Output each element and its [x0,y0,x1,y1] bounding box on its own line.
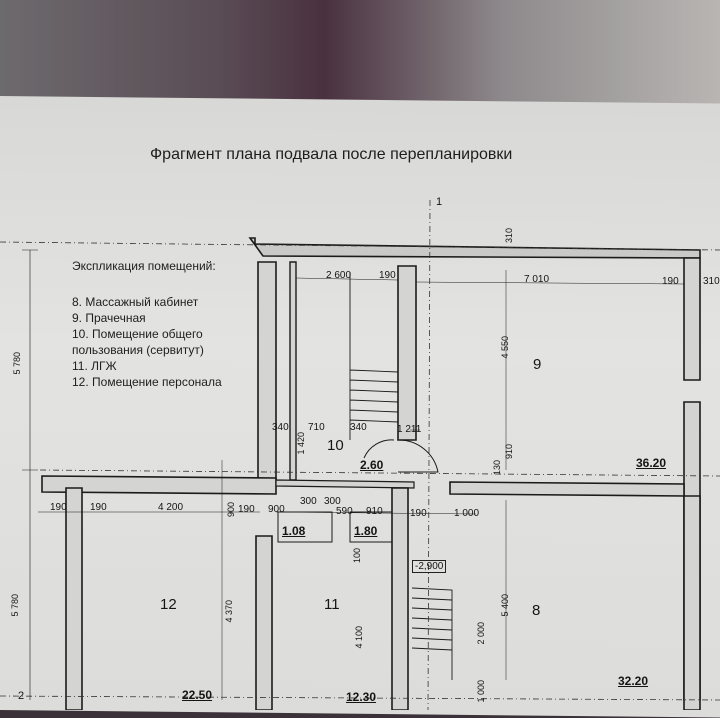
dim-label: 310 [504,228,514,244]
dim-label: 1 420 [296,432,306,455]
dim-label: 300 [324,496,341,507]
room-12-label: 12 [160,596,177,613]
dim-label: 5 400 [500,594,510,617]
dim-label: 900 [226,502,236,518]
dim-label: 190 [90,502,107,513]
legend-item: 12. Помещение персонала [72,375,222,389]
wall-mid-h [275,479,415,489]
room-8-label: 8 [532,602,541,619]
dim-label: 190 [50,502,67,513]
legend-item: 9. Прачечная [72,311,146,325]
legend-item: 10. Помещение общего [72,327,203,341]
dim-label: 190 [410,508,427,519]
dim-label: 4 370 [224,600,234,623]
dim-label: 190 [238,504,255,515]
room-10-label: 10 [327,437,344,454]
dim-label: 5 780 [12,352,22,375]
legend-item: 8. Массажный кабинет [72,295,199,309]
wall-11-right [391,487,409,710]
box-1-80 [349,511,393,543]
dim-label: 190 [662,276,679,287]
background-photo [0,0,720,110]
dim-label: 2 000 [476,622,486,645]
dim-lines [38,270,685,700]
wall-top [248,237,701,259]
wall-10-right [397,265,417,441]
dim-label: 910 [504,444,514,460]
dim-label: 910 [366,506,383,517]
dim-label: 5 780 [10,594,20,617]
stairs-10 [349,272,399,440]
area-1-08: 1.08 [282,524,306,538]
stairs-8 [411,587,453,680]
room-9-label: 9 [533,356,542,373]
dim-label: 190 [379,270,396,281]
dim-label: 1 000 [454,508,480,519]
area-10: 2.60 [360,458,384,472]
dim-label: 900 [268,504,285,515]
area-8: 32.20 [618,674,649,688]
level-mark: -2,900 [412,560,447,573]
dim-left-outer [22,249,38,700]
dim-label: 300 [300,496,317,507]
dim-label: 4 100 [354,626,364,649]
wall-8-right [683,495,701,710]
door-arc [397,439,439,473]
area-12: 22.50 [182,688,213,702]
page-title: Фрагмент плана подвала после перепланиро… [150,146,513,163]
wall-12-top [41,475,277,495]
wall-9-8 [449,481,685,497]
box-1-08 [277,511,333,543]
axis-line-2 [0,695,720,701]
legend-item: 11. ЛГЖ [72,359,117,373]
axis-line-mid [39,469,720,477]
room-11-label: 11 [324,596,340,613]
wall-left-12 [257,261,277,481]
area-1-80: 1.80 [354,524,378,538]
dim-label: 1 000 [476,680,486,703]
wall-12-left [65,487,83,710]
dim-label: 100 [352,548,362,564]
axis-label-1: 1 [436,196,443,208]
area-9: 36.20 [636,456,667,470]
dim-label: 4 200 [158,502,184,513]
wall-right-9 [683,257,701,381]
door-arc-b [363,439,395,459]
dim-label: 310 [703,276,720,287]
dim-label: 340 [350,422,367,433]
area-11: 12.30 [346,690,377,704]
axis-line-top [0,241,720,251]
dim-label: 130 [492,460,502,476]
axis-line-1 [427,199,431,710]
room-legend: Экспликация помещений: 8. Массажный каби… [72,258,222,390]
legend-heading: Экспликация помещений: [72,259,216,273]
dim-label: 2 600 [326,270,352,281]
axis-label-2: 2 [18,690,25,702]
dim-label: 340 [272,422,289,433]
dim-label: 1 211 [397,424,422,435]
dim-label: 4 550 [500,336,510,359]
dim-label: 590 [336,506,353,517]
wall-11-left [255,535,273,710]
dim-label: 710 [308,422,325,433]
legend-item: пользования (сервитут) [72,343,204,357]
dim-label: 7 010 [524,274,550,285]
